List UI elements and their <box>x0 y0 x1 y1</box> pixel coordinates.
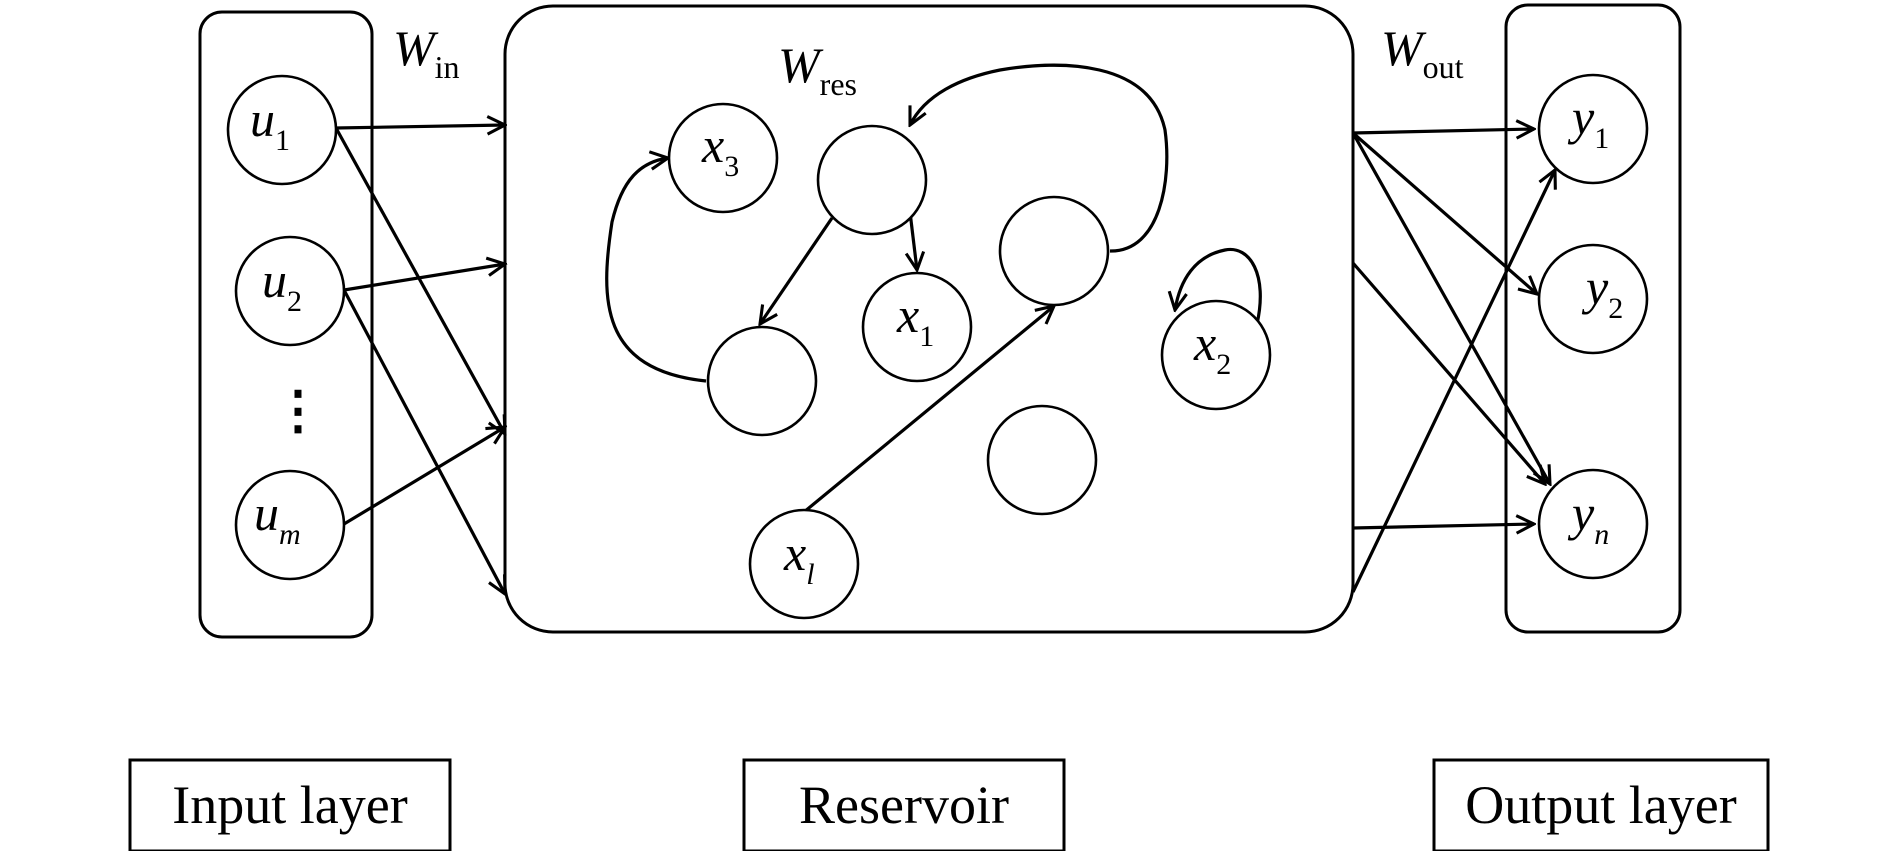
edge-reservoir-y1 <box>1352 129 1534 133</box>
output-node-y1-label: y1 <box>1567 89 1609 155</box>
reservoir-node-x3-label: x3 <box>701 117 739 183</box>
weight-label-res: Wres <box>778 37 857 102</box>
input-ellipsis: ⋮ <box>272 383 324 440</box>
reservoir-edges <box>605 63 1262 514</box>
edge-reservoir-y1-diag <box>1351 170 1555 593</box>
input-node-um-label: um <box>254 485 301 551</box>
caption-reservoir: Reservoir <box>799 775 1009 835</box>
reservoir-box <box>503 4 1355 634</box>
edge-u2-reservoir-diag <box>342 289 505 594</box>
caption-output-layer: Output layer <box>1465 775 1736 835</box>
reservoir-node-x1 <box>861 271 973 383</box>
input-layer-box <box>198 10 374 639</box>
edge-reservoir-yn-a <box>1351 132 1550 484</box>
caption-box-reservoir <box>742 758 1066 851</box>
caption-box-input <box>128 758 452 851</box>
reservoir-hub-node <box>816 124 928 236</box>
edge-um-reservoir <box>343 427 505 526</box>
output-nodes: y1 y2 yn <box>1537 73 1649 580</box>
reservoir-node-x2 <box>1160 299 1272 411</box>
edge-xl-to-right-node <box>802 306 1054 514</box>
reservoir-node-x2-label: x2 <box>1193 315 1231 381</box>
edge-u1-reservoir-diag <box>334 127 505 434</box>
edge-hub-to-bottom-node <box>760 217 834 324</box>
weight-label-out: Wout <box>1381 20 1464 85</box>
reservoir-nodes: x3 x1 x2 xl <box>667 102 1272 620</box>
input-node-u2-label: u2 <box>262 252 302 318</box>
output-node-y2 <box>1537 243 1649 355</box>
edge-right-node-to-hub <box>910 63 1169 253</box>
weight-label-in: Win <box>393 20 460 85</box>
input-node-u1-label: u1 <box>250 91 290 157</box>
output-node-yn-label: yn <box>1567 485 1609 551</box>
output-node-y2-label: y2 <box>1581 259 1623 325</box>
reservoir-right-node <box>998 195 1110 307</box>
edge-res-node-to-x3 <box>605 158 707 383</box>
input-node-um <box>234 469 346 581</box>
edge-reservoir-y2 <box>1351 131 1537 294</box>
caption-input-layer: Input layer <box>172 775 407 835</box>
reservoir-isolated-node <box>986 404 1098 516</box>
input-node-u1 <box>226 74 338 186</box>
output-edges <box>1351 129 1555 593</box>
reservoir-node-x1-label: x1 <box>896 287 934 353</box>
edge-reservoir-yn-b <box>1351 261 1545 484</box>
output-layer-box <box>1504 3 1682 634</box>
input-nodes: u1 u2 ⋮ um <box>226 74 346 581</box>
output-node-y1 <box>1537 73 1649 185</box>
reservoir-node-xl <box>748 508 860 620</box>
edge-x2-self-loop <box>1175 247 1262 325</box>
edge-u1-reservoir <box>335 125 505 128</box>
caption-box-output <box>1432 758 1770 851</box>
edge-u2-reservoir <box>343 264 505 292</box>
edge-hub-to-x1 <box>910 211 917 270</box>
input-edges <box>334 125 505 594</box>
input-node-u2 <box>234 235 346 347</box>
reservoir-node-x3 <box>667 102 779 214</box>
reservoir-bottom-left-node <box>706 325 818 437</box>
output-node-yn <box>1537 468 1649 580</box>
reservoir-node-xl-label: xl <box>783 525 815 591</box>
